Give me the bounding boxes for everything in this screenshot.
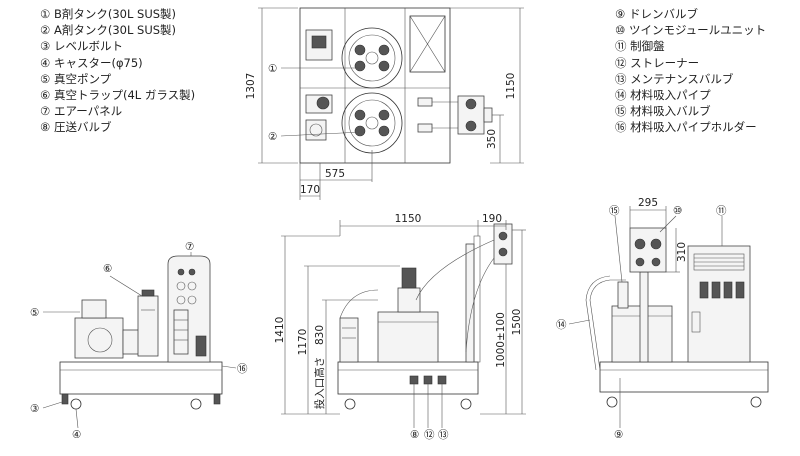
callout-5: ⑤	[30, 307, 39, 319]
twin-module-side	[629, 227, 667, 273]
control-panel	[687, 245, 751, 363]
suction-pipe	[589, 279, 626, 371]
dim-side-width: 295	[638, 197, 658, 209]
legend-item-9: ⑨ ドレンバルブ	[615, 7, 698, 21]
callout-3: ③	[30, 403, 39, 415]
legend-item-11: ⑪ 制御盤	[615, 39, 665, 54]
dim-front-h5: 1000±100	[495, 312, 507, 368]
legend-item-12: ⑫ ストレーナー	[615, 55, 700, 70]
dim-side-height: 310	[676, 242, 688, 262]
vacuum-trap	[137, 295, 159, 357]
left-base-frame	[59, 361, 223, 395]
callout-12: ⑫	[424, 429, 435, 441]
legend-left: ① B剤タンク(30L SUS製) ② A剤タンク(30L SUS製) ③ レベ…	[40, 6, 195, 136]
legend-right: ⑨ ドレンバルブ ⑩ ツインモジュールユニット ⑪ 制御盤 ⑫ ストレーナー ⑬…	[615, 6, 766, 136]
right-view: 295 310 ⑮ ⑩ ⑪ ⑭ ⑨	[556, 197, 769, 441]
dim-front-h3: 830	[314, 325, 326, 345]
twin-module-front	[493, 223, 513, 265]
dim-top-height: 1307	[245, 73, 257, 100]
legend-item-6: ⑥ 真空トラップ(4L ガラス製)	[40, 87, 196, 102]
legend-item-5: ⑤ 真空ポンプ	[40, 71, 112, 86]
legend-item-13: ⑬ メンテナンスバルブ	[615, 71, 734, 86]
front-base-frame	[337, 361, 479, 395]
legend-item-8: ⑧ 圧送バルブ	[40, 120, 112, 135]
callout-13: ⑬	[438, 429, 449, 441]
legend-item-14: ⑭ 材料吸入パイプ	[615, 87, 711, 102]
legend-item-16: ⑯ 材料吸入パイプホルダー	[615, 120, 757, 135]
dim-front-h1: 1410	[274, 317, 286, 344]
front-view: 1410 1170 830 投入口高さ 1150 190 1500 1000±1…	[274, 213, 526, 441]
callout-4: ④	[72, 429, 81, 441]
legend-item-2: ② A剤タンク(30L SUS製)	[40, 23, 177, 38]
dim-front-inlet: 投入口高さ	[313, 357, 326, 410]
left-view: ⑤ ⑥ ⑦ ⑯ ③ ④	[30, 241, 248, 441]
callout-6: ⑥	[103, 263, 112, 275]
legend-item-4: ④ キャスター(φ75)	[40, 55, 143, 70]
callout-16: ⑯	[237, 363, 248, 375]
top-frame	[299, 7, 451, 164]
legend-item-10: ⑩ ツインモジュールユニット	[615, 23, 767, 38]
dim-front-h2: 1170	[297, 329, 309, 356]
dim-top-right-lower: 350	[486, 129, 498, 149]
callout-10: ⑩	[673, 205, 682, 217]
dim-front-arm: 190	[482, 213, 502, 225]
callout-1: ①	[268, 63, 277, 75]
dim-top-right: 1150	[505, 73, 517, 100]
dim-front-width: 1150	[395, 213, 422, 225]
top-view: 1307 1150 350 575 170 ① ②	[245, 7, 524, 200]
tank-a-top	[341, 92, 403, 154]
tank-b-top	[341, 27, 403, 89]
callout-14: ⑭	[556, 319, 567, 331]
legend-item-3: ③ レベルボルト	[40, 39, 123, 54]
legend-item-7: ⑦ エアーパネル	[40, 104, 123, 119]
legend-item-15: ⑮ 材料吸入バルブ	[615, 104, 711, 119]
control-box-top	[409, 15, 446, 73]
dim-top-bottom-a: 170	[300, 184, 320, 196]
callout-9: ⑨	[614, 429, 623, 441]
callout-2: ②	[268, 131, 277, 143]
dim-front-h4: 1500	[511, 309, 523, 336]
callout-7: ⑦	[185, 241, 194, 253]
callout-11: ⑪	[716, 205, 727, 217]
tank-front	[377, 311, 439, 363]
legend-item-1: ① B剤タンク(30L SUS製)	[40, 7, 177, 21]
callout-8: ⑧	[410, 429, 419, 441]
dim-top-bottom-b: 575	[325, 168, 345, 180]
callout-15: ⑮	[609, 205, 620, 217]
right-base-frame	[599, 361, 769, 393]
